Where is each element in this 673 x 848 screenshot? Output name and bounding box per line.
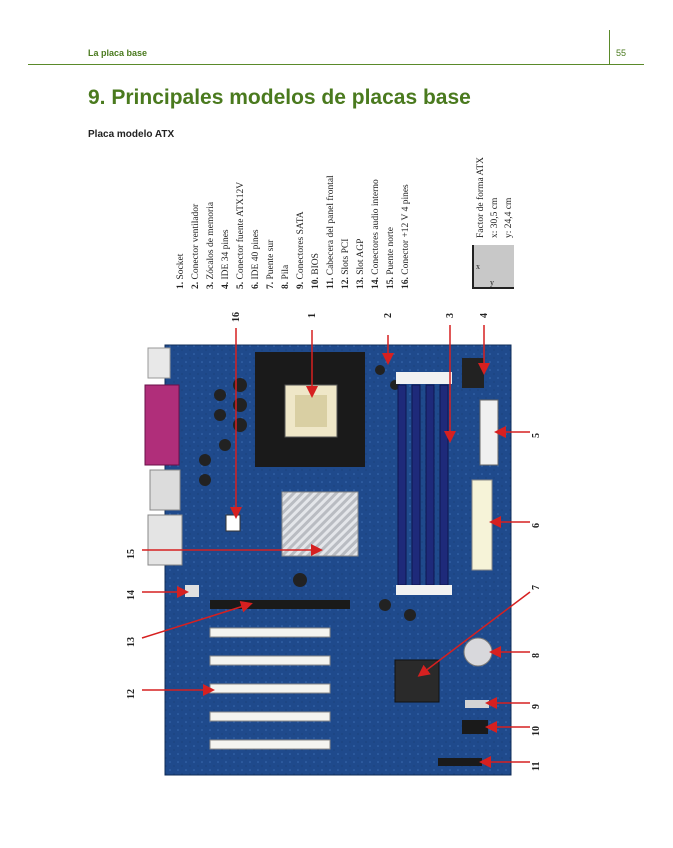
memory-slot — [425, 384, 435, 586]
memory-slot — [397, 384, 407, 586]
callout-16: 16 — [231, 312, 242, 322]
form-factor-diagram — [472, 245, 514, 287]
header-rule — [28, 64, 644, 65]
callout-10: 10 — [531, 726, 542, 736]
header-vertical-rule — [609, 30, 610, 64]
callout-14: 14 — [126, 590, 137, 600]
pci-slot — [209, 711, 331, 722]
atx12v-connector — [225, 514, 241, 532]
callout-3: 3 — [445, 313, 456, 318]
subsection-heading: Placa modelo ATX — [88, 129, 175, 140]
callout-11: 11 — [531, 761, 542, 771]
io-parallel-port — [144, 384, 180, 466]
arrow-7 — [417, 591, 531, 677]
northbridge-heatsink — [281, 491, 359, 557]
section-heading: 9. Principales modelos de placas base — [88, 86, 471, 109]
callout-7: 7 — [531, 585, 542, 590]
pci-slot — [209, 683, 331, 694]
sata-connectors — [465, 700, 489, 708]
memory-slot — [439, 384, 449, 586]
pci-slot — [209, 655, 331, 666]
io-usb-port — [147, 347, 171, 379]
io-audio-ports — [147, 514, 183, 566]
callout-6: 6 — [531, 523, 542, 528]
memory-latches-top — [396, 372, 452, 384]
floppy-connector — [462, 358, 484, 388]
callout-12: 12 — [126, 689, 137, 699]
arrow-13 — [141, 600, 253, 639]
agp-slot — [210, 600, 350, 609]
memory-latches-bottom — [396, 585, 452, 595]
callout-2: 2 — [383, 313, 394, 318]
capacitor-group — [199, 365, 416, 621]
form-factor-y-label: y — [490, 278, 494, 287]
callout-13: 13 — [126, 637, 137, 647]
pci-slot — [209, 739, 331, 750]
bios-chip — [462, 720, 488, 734]
form-factor-axis-bottom — [472, 287, 514, 289]
ide-connector — [471, 479, 493, 571]
running-head: La placa base — [88, 48, 148, 58]
memory-slot — [411, 384, 421, 586]
cmos-battery — [463, 637, 493, 667]
callout-15: 15 — [126, 549, 137, 559]
callout-9: 9 — [531, 704, 542, 709]
audio-header — [185, 585, 199, 597]
callout-5: 5 — [531, 433, 542, 438]
io-lan-port — [149, 469, 181, 511]
form-factor-axis-left — [472, 245, 474, 289]
callout-arrows — [141, 325, 531, 768]
callout-1: 1 — [307, 313, 318, 318]
page-number: 55 — [616, 48, 627, 58]
callout-8: 8 — [531, 653, 542, 658]
callout-4: 4 — [479, 313, 490, 318]
cpu-socket-core — [295, 395, 327, 427]
front-panel-header — [438, 758, 482, 766]
atx-power-connector — [479, 399, 499, 466]
pci-slot — [209, 627, 331, 638]
form-factor-x-label: x — [476, 262, 480, 271]
